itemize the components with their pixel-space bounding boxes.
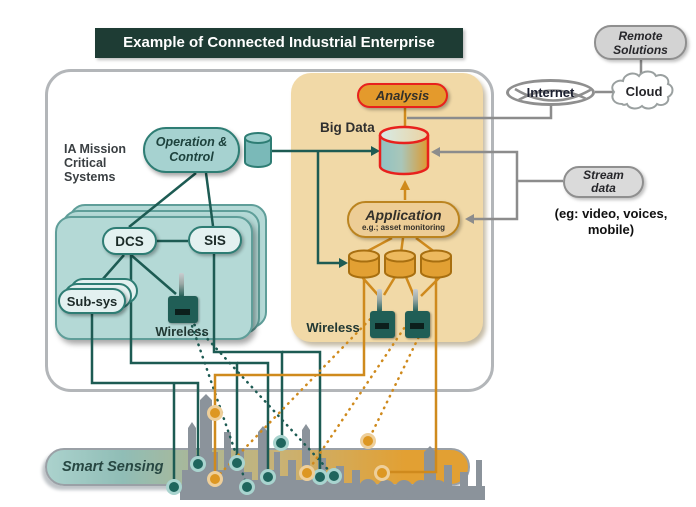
antenna-icon [377, 289, 382, 312]
smart-sensing-label: Smart Sensing [62, 459, 164, 475]
wireless-label-left: Wireless [155, 324, 209, 339]
teal-dotted-links [188, 318, 335, 488]
node-operation-control: Operation & Control [143, 127, 240, 173]
stream-examples-label: (eg: video, voices, mobile) [554, 206, 668, 237]
ia-mission-label: IA Mission Critical Systems [64, 142, 127, 184]
antenna-icon [413, 289, 418, 312]
device-display [410, 323, 424, 329]
orange-dotted-links [215, 308, 429, 479]
teal-connectors [90, 149, 372, 487]
node-stream-data: Stream data [563, 166, 644, 198]
big-data-label: Big Data [320, 120, 375, 135]
device-display [375, 323, 389, 329]
node-application: Application e.g.; asset monitoring [347, 201, 460, 238]
big-data-cylinder [378, 125, 430, 176]
node-dcs: DCS [102, 227, 157, 255]
node-subsys: Sub-sys [58, 288, 126, 314]
wireless-transmitter-icon [168, 296, 198, 323]
wireless-transmitter-icon [370, 311, 395, 338]
node-remote-solutions: Remote Solutions [594, 25, 687, 60]
node-sis: SIS [188, 226, 242, 254]
application-title: Application [365, 206, 442, 223]
orange-arrowheads [400, 180, 410, 190]
gray-connectors [407, 60, 643, 221]
device-display [175, 309, 190, 315]
teal-arrowheads [339, 146, 380, 268]
internet-label: Internet [526, 85, 575, 100]
teal-sensor-dots [166, 435, 342, 495]
cloud-icon [611, 70, 674, 110]
orange-sensor-dots [207, 405, 390, 487]
application-note: e.g.; asset monitoring [361, 222, 446, 232]
wireless-transmitter-icon [405, 311, 430, 338]
antenna-icon [179, 273, 184, 297]
plant-silhouette-icon [180, 394, 485, 500]
page-title: Example of Connected Industrial Enterpri… [95, 28, 463, 58]
node-internet: Internet [506, 79, 595, 106]
cloud-label: Cloud [625, 84, 663, 99]
node-analysis: Analysis [357, 83, 448, 108]
wireless-label-right: Wireless [306, 320, 360, 335]
data-store-cylinders [348, 249, 452, 279]
globe-arcs-icon [514, 87, 592, 103]
operation-control-cylinder [244, 132, 272, 168]
gray-arrowheads [431, 147, 474, 224]
